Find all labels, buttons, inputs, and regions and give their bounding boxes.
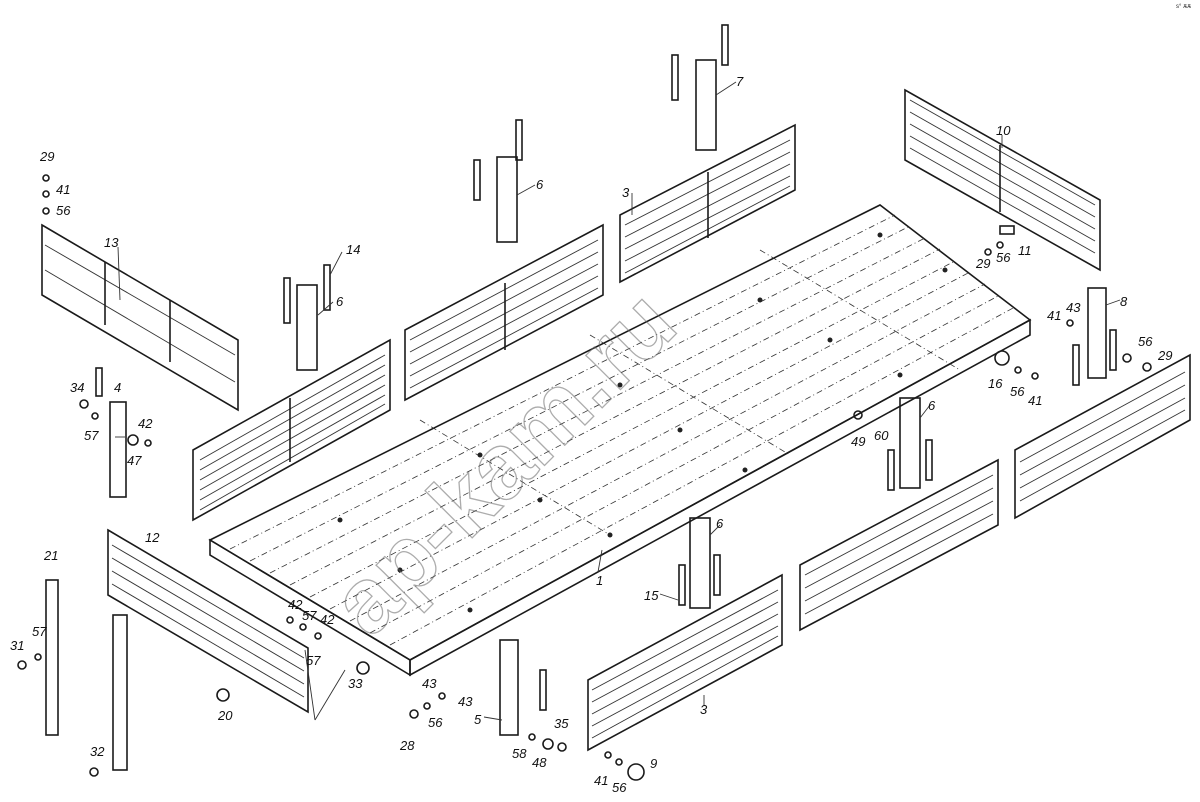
callout-56: 56 [56,203,71,218]
callout-35: 35 [554,716,569,731]
callout-21: 21 [43,548,58,563]
callout-58: 58 [512,746,527,761]
callout-29: 29 [1157,348,1172,363]
callout-34: 34 [70,380,84,395]
callout-6: 6 [928,398,936,413]
callout-6: 6 [536,177,544,192]
callout-41: 41 [1047,308,1061,323]
callout-41: 41 [1028,393,1042,408]
post-rear-right [112,614,128,771]
callout-29: 29 [975,256,990,271]
callout-3: 3 [700,702,708,717]
callout-57: 57 [84,428,99,443]
callout-42: 42 [288,597,303,612]
callout-56: 56 [1138,334,1153,349]
callout-56: 56 [612,780,627,795]
callout-11: 11 [1018,243,1032,258]
stake-6-c [899,397,921,489]
callout-33: 33 [348,676,363,691]
leader-lines [115,81,1121,721]
corner-mark: s° ѫѫ [1176,4,1191,10]
callout-5: 5 [474,712,482,727]
post-rear-left [45,579,59,736]
rear-gate-frame [41,223,239,412]
callout-8: 8 [1120,294,1128,309]
stake-6-a [296,284,318,371]
callout-56: 56 [428,715,443,730]
callout-48: 48 [532,755,547,770]
callout-10: 10 [996,123,1011,138]
callout-47: 47 [127,453,142,468]
stake-4 [109,401,127,498]
callout-56: 56 [1010,384,1025,399]
callout-42: 42 [320,612,335,627]
callout-1: 1 [596,573,603,588]
callout-labels: 29 41 56 13 14 6 6 7 3 10 11 29 56 8 43 … [10,74,1172,795]
platform-floor [208,204,1032,677]
callout-20: 20 [217,708,233,723]
callout-60: 60 [874,428,889,443]
callout-57: 57 [306,653,321,668]
callout-28: 28 [399,738,415,753]
side-board-right-front [1014,353,1191,520]
callout-41: 41 [56,182,70,197]
callout-14: 14 [346,242,360,257]
stake-5 [499,639,519,736]
callout-3: 3 [622,185,630,200]
callout-57: 57 [32,624,47,639]
callout-41: 41 [594,773,608,788]
callout-12: 12 [145,530,160,545]
stake-8 [1087,287,1107,379]
side-board-right-middle [799,458,999,632]
hinge-pins [95,24,1117,711]
stake-6-d [689,517,711,609]
side-board-left-front [619,123,796,284]
side-board-right-rear [587,573,783,752]
side-board-left-rear [192,338,391,522]
callout-31: 31 [10,638,24,653]
callout-9: 9 [650,756,657,771]
callout-43: 43 [1066,300,1081,315]
callout-29: 29 [39,149,54,164]
front-board [904,88,1101,272]
callout-6: 6 [336,294,344,309]
watermark-text: ap-kam.ru [312,271,695,654]
tailgate-board [107,528,309,714]
callout-13: 13 [104,235,119,250]
callout-16: 16 [988,376,1003,391]
callout-15: 15 [644,588,659,603]
callout-42: 42 [138,416,153,431]
callout-43: 43 [422,676,437,691]
callout-6: 6 [716,516,724,531]
fasteners [17,174,1152,781]
callout-57: 57 [302,608,317,623]
callout-43: 43 [458,694,473,709]
callout-4: 4 [114,380,121,395]
callout-32: 32 [90,744,105,759]
callout-56: 56 [996,250,1011,265]
callout-49: 49 [851,434,865,449]
stake-6-b [496,156,518,243]
callout-7: 7 [736,74,744,89]
side-board-left-middle [404,223,604,402]
stake-7 [695,59,717,151]
